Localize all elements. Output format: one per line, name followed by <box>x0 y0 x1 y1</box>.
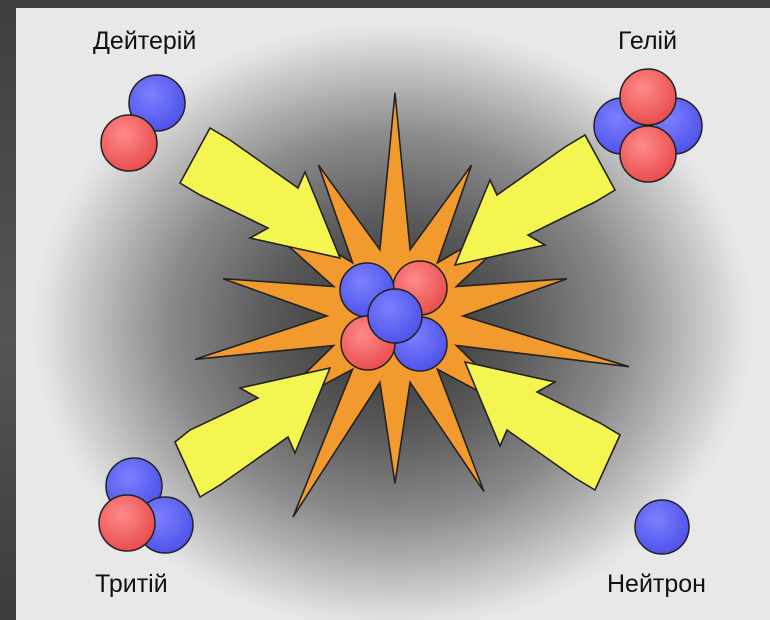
label-deuterium: Дейтерій <box>93 27 197 55</box>
arrow-bottom-right <box>463 360 622 492</box>
label-neutron: Нейтрон <box>607 570 706 598</box>
arrow-top-left <box>178 126 342 260</box>
arrow-top-right <box>453 133 617 267</box>
arrows <box>174 126 622 499</box>
label-tritium: Тритій <box>95 570 168 598</box>
neutron-particle-icon <box>634 499 690 555</box>
helium-nucleus-icon <box>593 68 703 183</box>
label-helium: Гелій <box>618 27 678 55</box>
fusing-nucleus-icon <box>339 260 448 372</box>
arrow-bottom-left <box>174 366 332 499</box>
tritium-nucleus-icon <box>98 457 194 554</box>
deuterium-nucleus-icon <box>100 74 186 172</box>
